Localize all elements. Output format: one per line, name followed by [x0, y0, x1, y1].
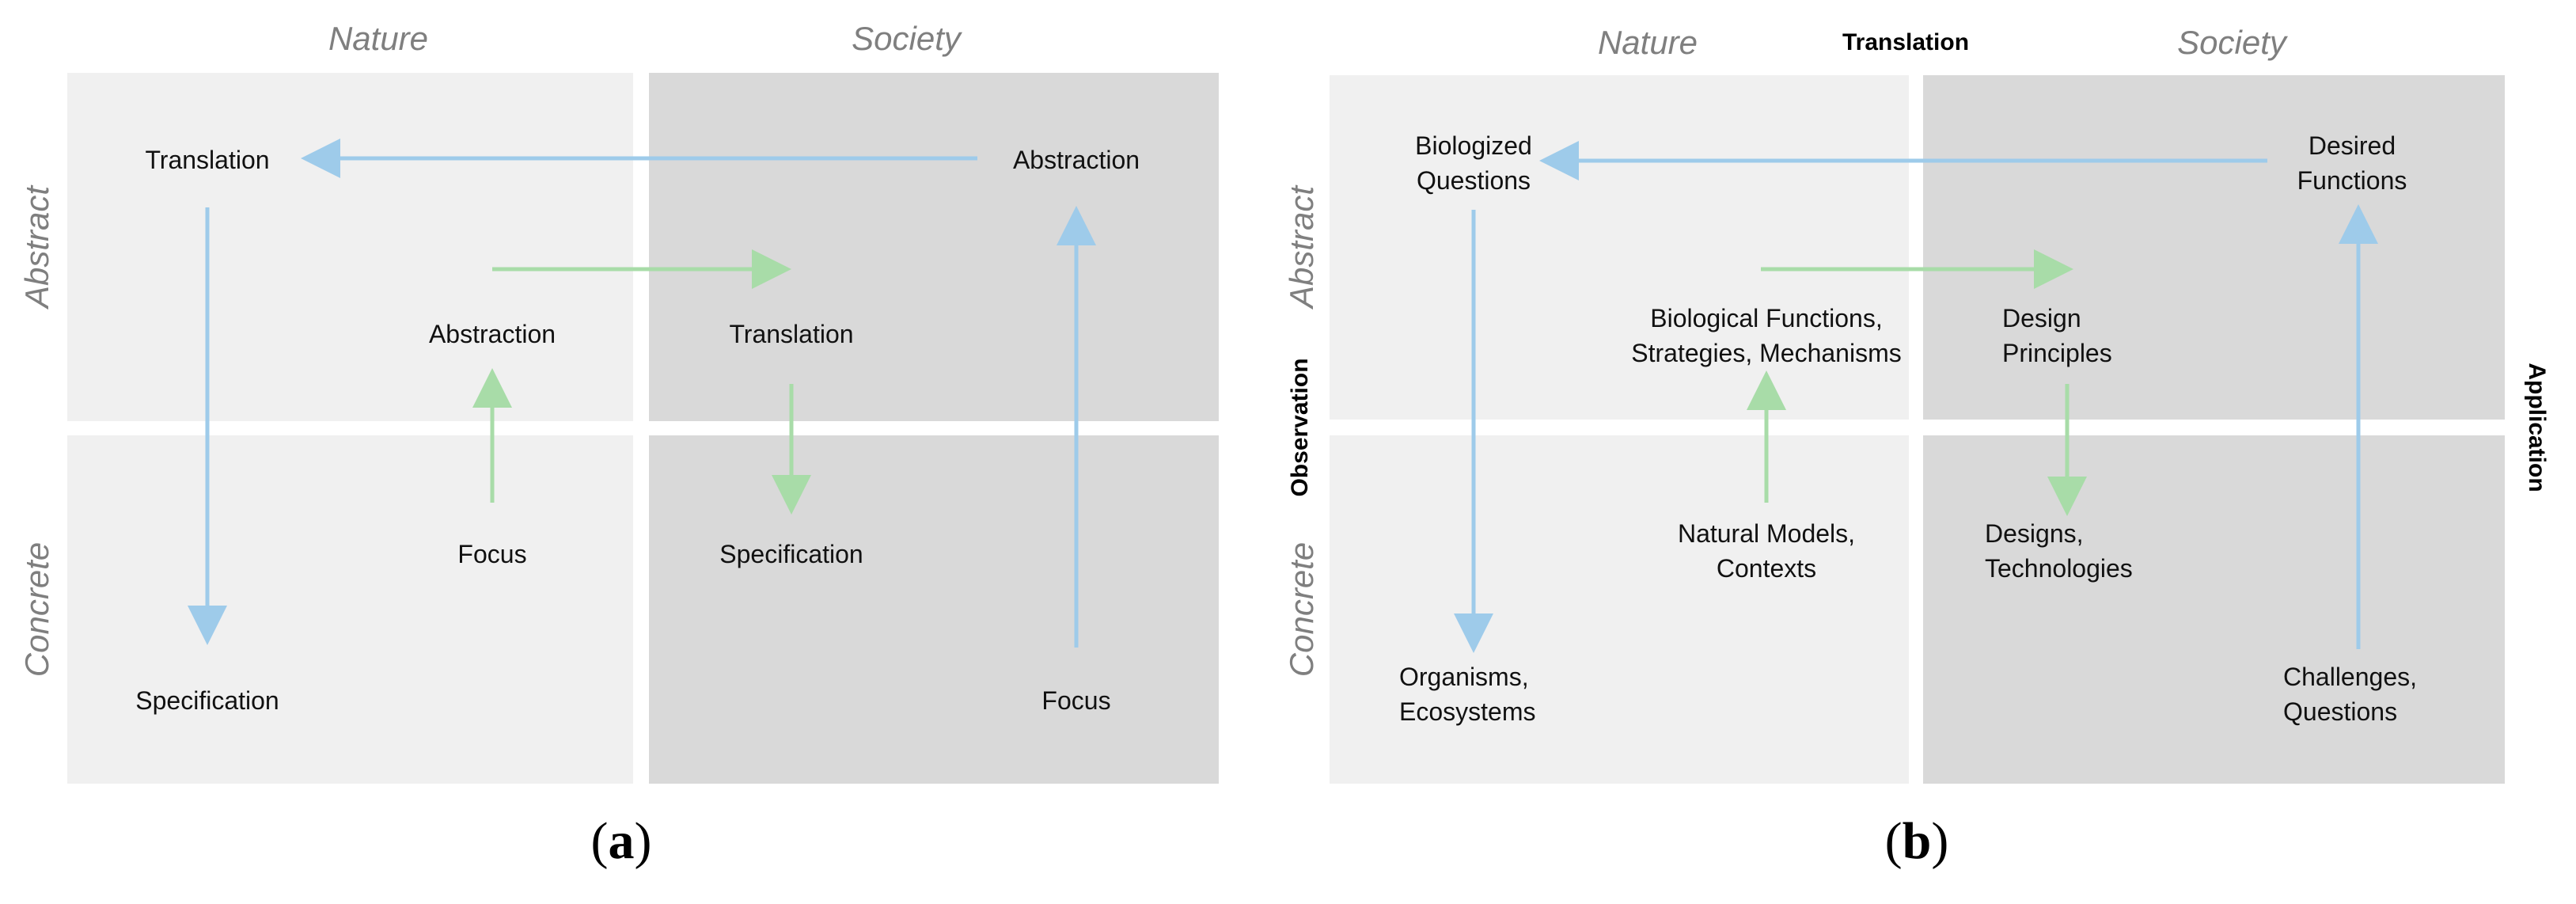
- label-nature-concrete-outer: Specification: [135, 686, 279, 715]
- side-label-observation: Observation: [1287, 358, 1313, 497]
- label-biologized-questions: Biologized Questions: [1415, 131, 1532, 195]
- label-natural-models: Natural Models, Contexts: [1677, 519, 1856, 583]
- column-header-society: Society: [852, 20, 961, 57]
- quadrant-society-concrete: [649, 435, 1219, 784]
- column-header-nature: Nature: [328, 20, 429, 57]
- column-header-society: Society: [2177, 24, 2286, 61]
- label-design-principles: Design Principles: [2002, 304, 2112, 367]
- label-organisms: Organisms, Ecosystems: [1399, 663, 1536, 726]
- header-translation: Translation: [1842, 29, 1970, 55]
- label-society-concrete-inner: Specification: [719, 540, 863, 568]
- caption-a-letter: a: [608, 812, 635, 870]
- label-challenges-questions: Challenges, Questions: [2283, 663, 2417, 726]
- label-nature-abstract-outer: Translation: [145, 146, 270, 174]
- quadrant-nature-concrete: [67, 435, 633, 784]
- quadrant-nature-abstract: [67, 73, 633, 421]
- label-designs-technologies: Designs, Technologies: [1985, 519, 2133, 583]
- side-label-application: Application: [2524, 363, 2550, 492]
- quadrant-society-abstract: [1923, 75, 2505, 420]
- panel-b: Nature Society Translation Abstract Conc…: [1266, 0, 2576, 904]
- label-desired-functions: Desired Functions: [2297, 131, 2407, 195]
- row-header-concrete: Concrete: [1283, 541, 1320, 678]
- quadrant-nature-concrete: [1330, 435, 1909, 784]
- label-nature-abstract-inner: Abstraction: [428, 320, 556, 348]
- quadrant-nature-abstract: [1330, 75, 1909, 420]
- label-society-concrete-outer: Focus: [1041, 686, 1111, 715]
- quadrant-society-abstract: [649, 73, 1219, 421]
- caption-a: (a): [590, 812, 652, 870]
- row-header-abstract: Abstract: [18, 185, 55, 309]
- label-society-abstract-outer: Abstraction: [1012, 146, 1140, 174]
- quadrant-society-concrete: [1923, 435, 2505, 784]
- label-nature-concrete-inner: Focus: [457, 540, 527, 568]
- caption-b-letter: b: [1902, 812, 1932, 870]
- row-header-concrete: Concrete: [18, 541, 55, 678]
- row-header-abstract: Abstract: [1283, 185, 1320, 309]
- column-header-nature: Nature: [1597, 24, 1698, 61]
- label-biological-functions: Biological Functions, Strategies, Mechan…: [1631, 304, 1902, 367]
- label-society-abstract-inner: Translation: [729, 320, 854, 348]
- panel-a: Nature Society Abstract Concrete Transla…: [0, 0, 1266, 904]
- caption-b: (b): [1884, 812, 1949, 870]
